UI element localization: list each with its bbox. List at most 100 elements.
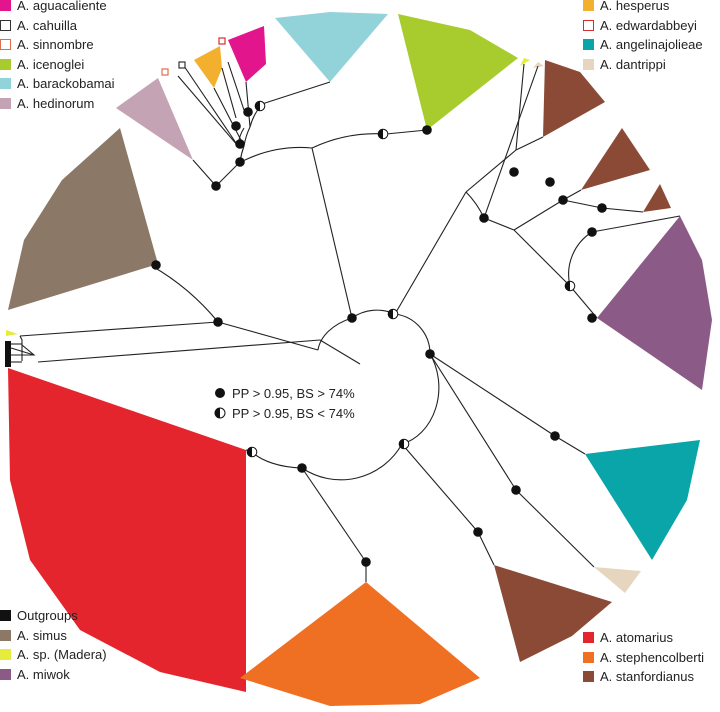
legend-swatch [583, 632, 594, 644]
legend-swatch [0, 78, 11, 90]
support-nodes [151, 107, 607, 567]
legend-label: A. sp. (Madera) [17, 647, 107, 663]
legend-label: A. edwardabbeyi [600, 17, 697, 33]
node-full [231, 121, 241, 131]
legend-item: A. icenoglei [0, 55, 115, 75]
full-circle-icon [215, 388, 225, 398]
legend-label: Outgroups [17, 608, 78, 624]
legend-item: A. angelinajolieae [583, 35, 703, 55]
legend-item: A. atomarius [583, 628, 704, 648]
terminal-edwardabbeyi [218, 37, 226, 45]
wedge-icenoglei [398, 14, 518, 130]
legend-label: A. stephencolberti [600, 649, 705, 665]
legend-item: A. dantrippi [583, 55, 703, 75]
wedge-hedinorum [116, 78, 193, 160]
legend-bottom-right: A. atomarius A. stephencolberti A. stanfor… [583, 628, 704, 687]
legend-label: A. angelinajolieae [600, 37, 703, 53]
node-half [387, 308, 399, 320]
wedge-dantrippi [594, 567, 641, 593]
wedge-stanfordianus-2 [581, 128, 650, 190]
node-full [213, 317, 223, 327]
outgroups-block [5, 341, 11, 367]
wedge-sp-madera-left [6, 330, 18, 336]
wedge-angelinajolieae [585, 440, 700, 560]
node-full [587, 313, 597, 323]
node-full [235, 157, 245, 167]
wedge-stephencolberti [240, 582, 480, 706]
node-half [246, 446, 258, 458]
node-full [558, 195, 568, 205]
legend-item: A. barackobamai [0, 74, 115, 94]
legend-top-right: A. hesperus A. edwardabbeyi A. angelinajol… [583, 0, 703, 74]
legend-swatch [583, 0, 594, 12]
wedge-stanfordianus-lower [494, 565, 612, 662]
legend-item: A. stephencolberti [583, 648, 704, 668]
node-full [473, 527, 483, 537]
wedge-atomarius [8, 368, 246, 692]
wedge-hesperus [194, 46, 222, 88]
legend-item: A. sp. (Madera) [0, 645, 107, 665]
legend-label: A. miwok [17, 666, 70, 682]
legend-item: A. edwardabbeyi [583, 16, 703, 36]
node-half [564, 280, 576, 292]
node-full [479, 213, 489, 223]
wedge-stanfordianus-1 [543, 60, 605, 137]
node-full [422, 125, 432, 135]
wedge-simus [8, 128, 158, 310]
legend-swatch [583, 58, 594, 70]
node-full [597, 203, 607, 213]
wedge-barackobamai [275, 12, 388, 82]
node-half [398, 438, 410, 450]
legend-swatch [583, 19, 594, 31]
node-full [511, 485, 521, 495]
terminal-cahuilla [178, 61, 186, 69]
legend-swatch [0, 649, 11, 661]
node-full [425, 349, 435, 359]
legend-label: A. aguacaliente [17, 0, 107, 14]
legend-swatch [0, 668, 11, 680]
node-full [587, 227, 597, 237]
legend-swatch [0, 610, 11, 622]
legend-item: A. hedinorum [0, 94, 115, 114]
legend-label: A. barackobamai [17, 76, 115, 92]
clade-wedges [5, 12, 712, 706]
support-legend: PP > 0.95, BS > 74% PP > 0.95, BS < 74% [214, 383, 355, 423]
legend-swatch [0, 39, 11, 51]
wedge-miwok [597, 216, 712, 390]
node-full [509, 167, 519, 177]
legend-label: A. hesperus [600, 0, 670, 14]
node-full [235, 139, 245, 149]
legend-label: A. atomarius [600, 630, 673, 646]
wedge-dantrippi-small [533, 62, 544, 68]
support-legend-half-label: PP > 0.95, BS < 74% [232, 405, 355, 421]
legend-item: A. miwok [0, 665, 107, 685]
legend-swatch [0, 58, 11, 70]
terminal-squares [161, 37, 226, 76]
legend-swatch [0, 97, 11, 109]
legend-swatch [583, 651, 594, 663]
node-full [347, 313, 357, 323]
legend-swatch [583, 39, 594, 51]
support-legend-full: PP > 0.95, BS > 74% [214, 383, 355, 403]
node-full [361, 557, 371, 567]
wedge-stanfordianus-3 [643, 184, 671, 212]
node-full [550, 431, 560, 441]
legend-label: A. hedinorum [17, 95, 95, 111]
legend-item: A. hesperus [583, 0, 703, 16]
legend-item: A. aguacaliente [0, 0, 115, 16]
support-nodes-half [246, 100, 576, 458]
legend-label: A. icenoglei [17, 56, 85, 72]
legend-swatch [583, 671, 594, 683]
legend-item: A. simus [0, 626, 107, 646]
legend-item: A. stanfordianus [583, 667, 704, 687]
node-full [297, 463, 307, 473]
node-half [254, 100, 266, 112]
legend-swatch [0, 19, 11, 31]
node-full [545, 177, 555, 187]
legend-item: A. sinnombre [0, 35, 115, 55]
terminal-sinnombre [161, 68, 169, 76]
support-legend-full-label: PP > 0.95, BS > 74% [232, 385, 355, 401]
